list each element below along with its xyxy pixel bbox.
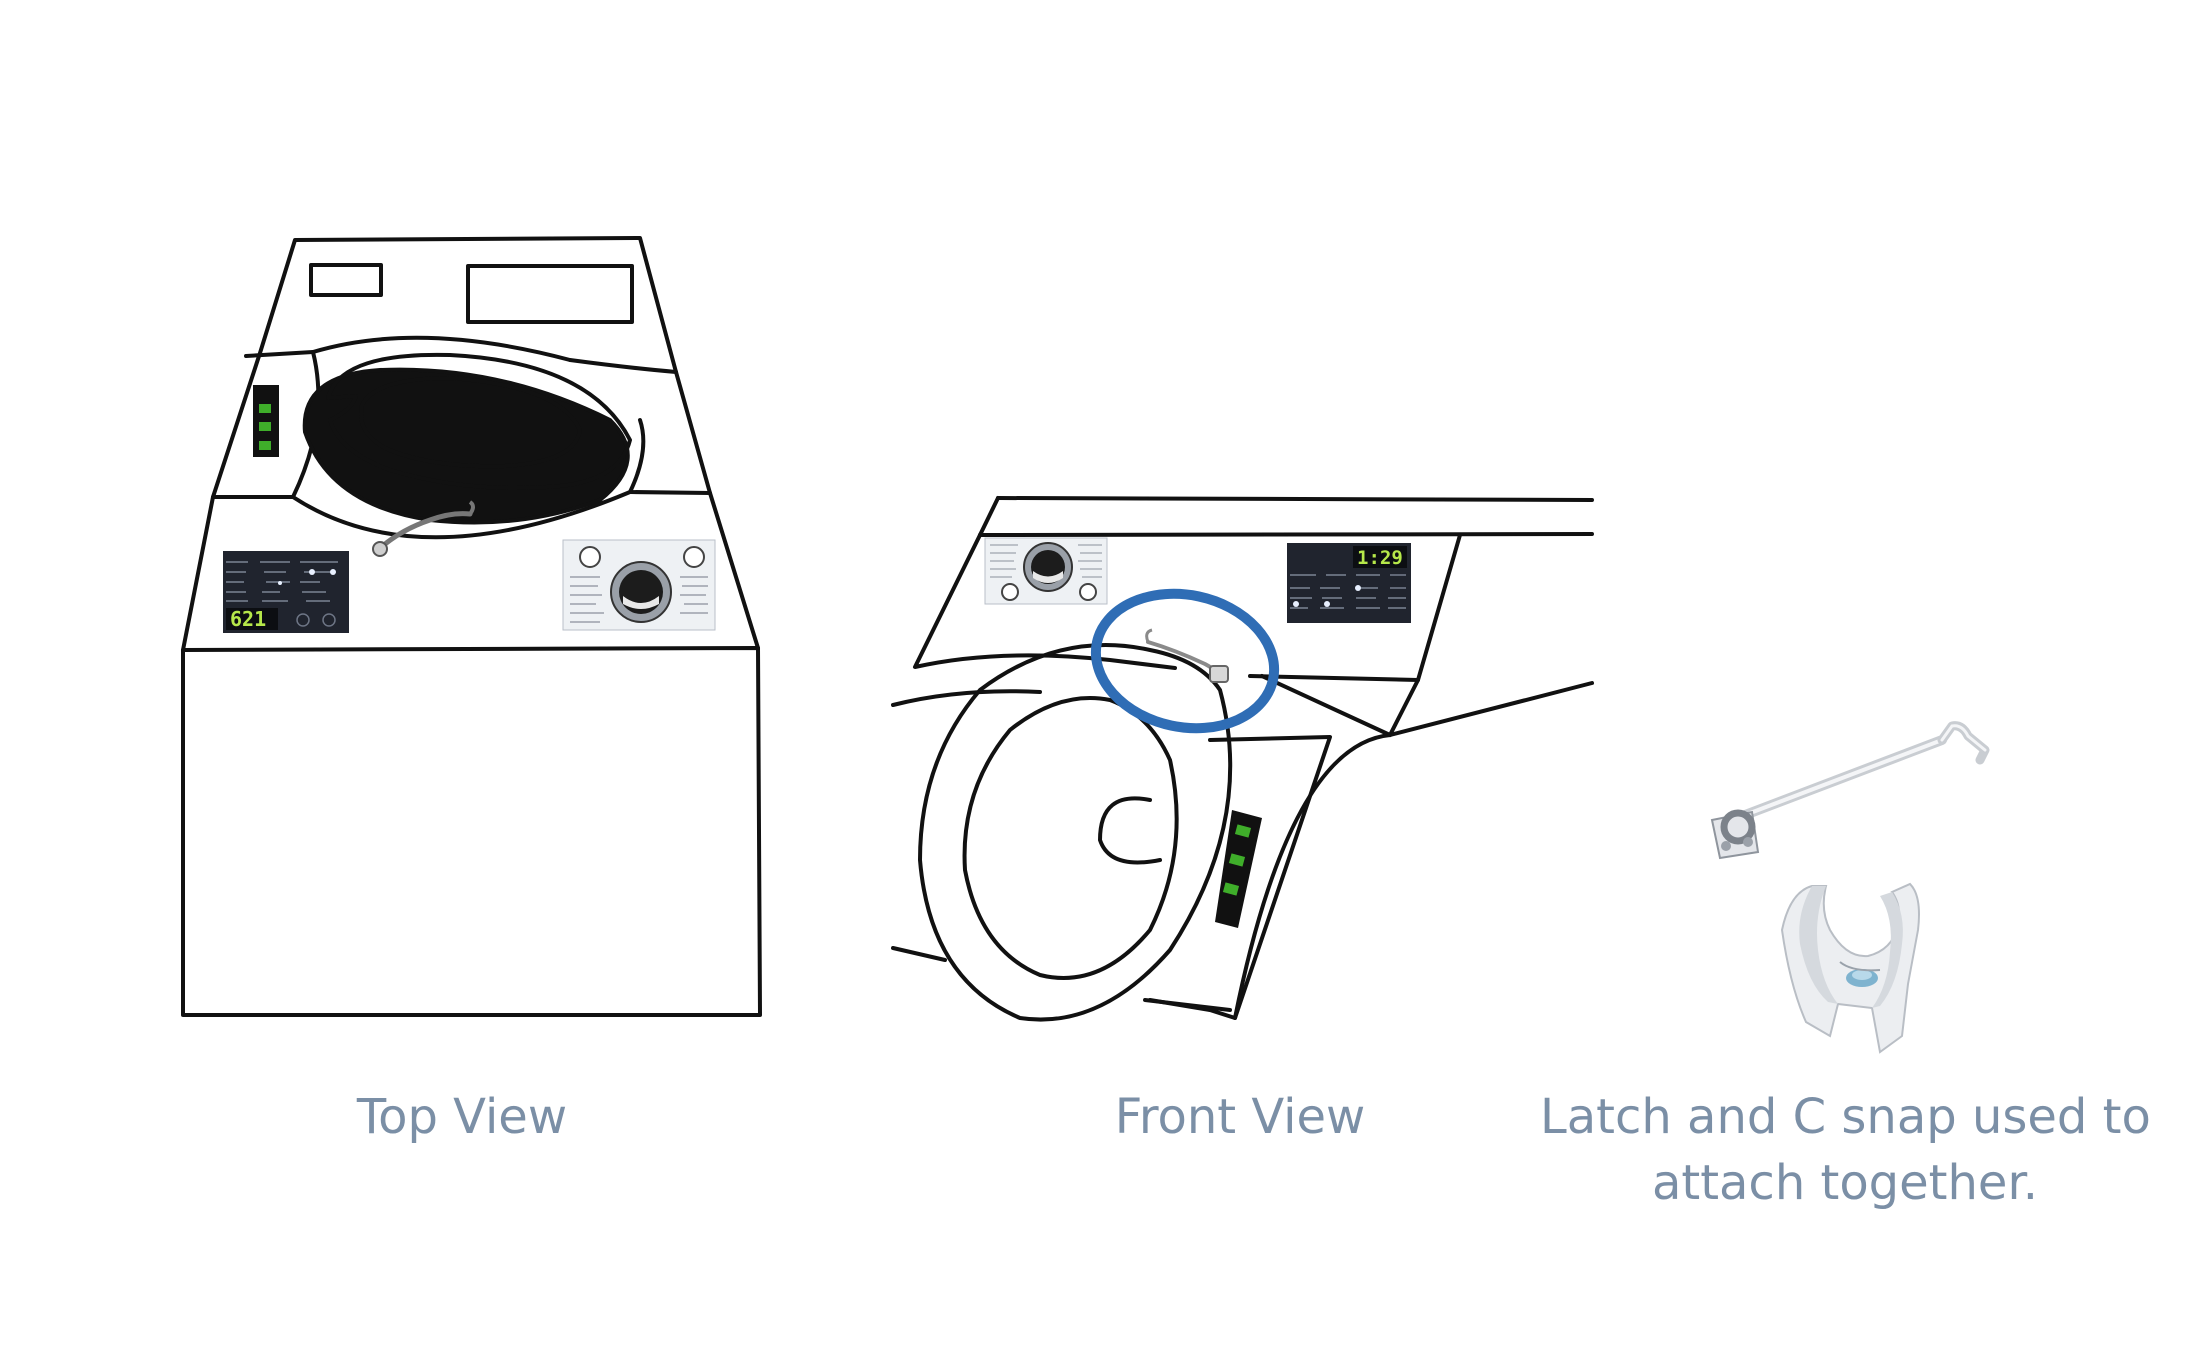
latch-highlight-circle	[1090, 588, 1280, 734]
latch-hook-icon	[1710, 721, 1990, 860]
front-view-caption: Front View	[1114, 1089, 1366, 1145]
top-view-knob-panel	[562, 539, 716, 631]
latch-caption-line-1: Latch and C snap used to	[1540, 1089, 2151, 1145]
top-view-cabinet	[181, 646, 762, 1017]
latch-caption: Latch and C snap used to attach together…	[1540, 1084, 2151, 1216]
c-snap-icon	[1780, 882, 1920, 1054]
front-view-washer: 1:29	[891, 496, 1594, 1022]
front-view-control-panel: 1:29	[1287, 543, 1411, 623]
front-view-knob-panel	[984, 537, 1108, 605]
top-view-washer: 621	[181, 236, 762, 1017]
latch-caption-line-2: attach together.	[1651, 1155, 2039, 1211]
front-view-latch	[1145, 628, 1229, 683]
top-view-slot-small	[309, 263, 383, 297]
front-view-lcd: 1:29	[1357, 547, 1403, 569]
top-view-control-panel: 621	[223, 551, 349, 633]
top-view-lcd: 621	[230, 607, 266, 631]
top-view-drum-opening	[302, 367, 630, 525]
top-view-top-panel	[181, 236, 760, 652]
front-view-led-strip	[1215, 810, 1262, 928]
top-view-caption: Top View	[356, 1089, 568, 1145]
top-view-slot-large	[466, 264, 634, 324]
